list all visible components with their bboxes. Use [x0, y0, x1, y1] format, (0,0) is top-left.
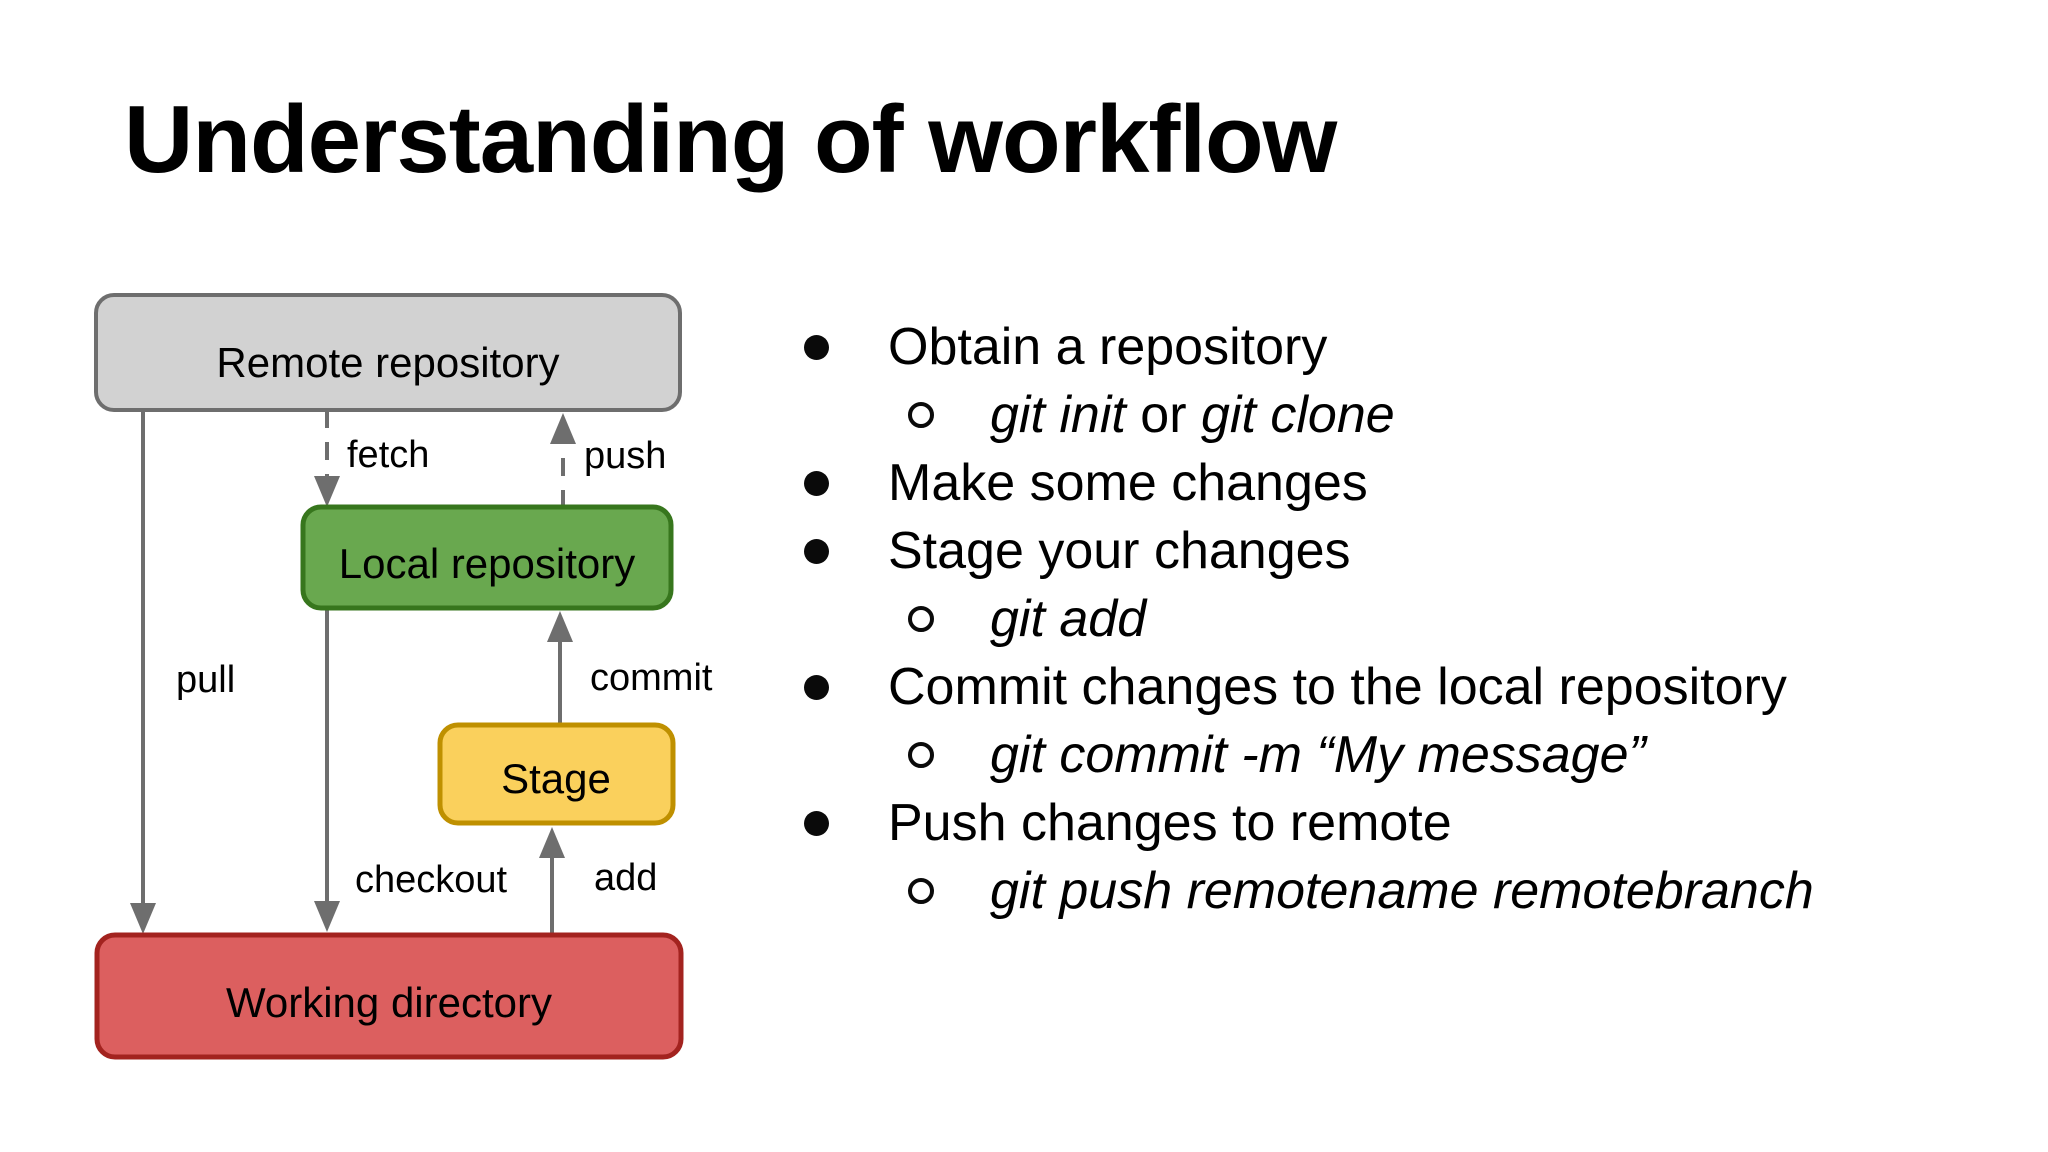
list-item-text: Make some changes — [888, 454, 1368, 512]
node-label: Stage — [501, 755, 611, 802]
arrowhead-down-icon — [130, 903, 156, 934]
bullet-dot-icon — [804, 538, 829, 564]
node-stage: Stage — [437, 722, 676, 826]
bullet-circle-icon — [908, 402, 934, 428]
workflow-steps-list: Obtain a repository git init or git clon… — [790, 313, 2030, 925]
command-text: git add — [990, 590, 1147, 648]
edge-fetch — [314, 410, 340, 507]
list-item-text: Commit changes to the local repository — [888, 658, 1787, 716]
list-item: git commit -m “My message” — [790, 721, 2030, 789]
connector-text: or — [1125, 386, 1201, 444]
edge-label-add: add — [594, 857, 657, 899]
edge-commit — [547, 611, 573, 724]
list-item-text: Obtain a repository — [888, 318, 1328, 376]
command-text: git commit -m “My message” — [990, 726, 1646, 784]
list-item-text: Push changes to remote — [888, 794, 1452, 852]
edge-label-pull: pull — [176, 659, 235, 701]
command-text: git clone — [1200, 386, 1395, 444]
list-item: Commit changes to the local repository — [790, 653, 2030, 721]
slide-title: Understanding of workflow — [124, 86, 1337, 193]
command-text: git init — [990, 386, 1126, 444]
list-item: Stage your changes — [790, 517, 2030, 585]
arrowhead-up-icon — [539, 827, 565, 858]
bullet-circle-icon — [908, 606, 934, 632]
bullet-dot-icon — [804, 674, 829, 700]
arrowhead-up-icon — [550, 413, 576, 444]
edge-label-commit: commit — [590, 657, 713, 699]
edge-pull — [130, 408, 156, 934]
edge-add — [539, 827, 565, 934]
list-item-text: Stage your changes — [888, 522, 1351, 580]
bullet-circle-icon — [908, 878, 934, 904]
bullet-dot-icon — [804, 810, 829, 836]
list-item: git push remotename remotebranch — [790, 857, 2030, 925]
node-label: Remote repository — [216, 339, 559, 386]
arrowhead-down-icon — [314, 476, 340, 507]
node-working-directory: Working directory — [94, 932, 684, 1060]
arrowhead-down-icon — [314, 901, 340, 932]
bullet-dot-icon — [804, 334, 829, 360]
edge-checkout — [314, 610, 340, 932]
node-local-repository: Local repository — [300, 504, 674, 611]
edge-push — [550, 413, 576, 508]
edge-label-checkout: checkout — [355, 859, 508, 901]
arrowhead-up-icon — [547, 611, 573, 642]
bullet-dot-icon — [804, 470, 829, 496]
list-item: git init or git clone — [790, 381, 2030, 449]
list-item: Make some changes — [790, 449, 2030, 517]
node-label: Local repository — [339, 540, 635, 587]
command-text: git push remotename remotebranch — [990, 862, 1814, 920]
node-remote-repository: Remote repository — [94, 293, 682, 412]
list-item: git add — [790, 585, 2030, 653]
list-item: Push changes to remote — [790, 789, 2030, 857]
bullet-circle-icon — [908, 742, 934, 768]
list-item-text: git init or git clone — [990, 381, 1395, 449]
node-label: Working directory — [226, 979, 552, 1026]
edge-label-push: push — [584, 435, 666, 477]
edge-label-fetch: fetch — [347, 434, 429, 476]
list-item: Obtain a repository — [790, 313, 2030, 381]
